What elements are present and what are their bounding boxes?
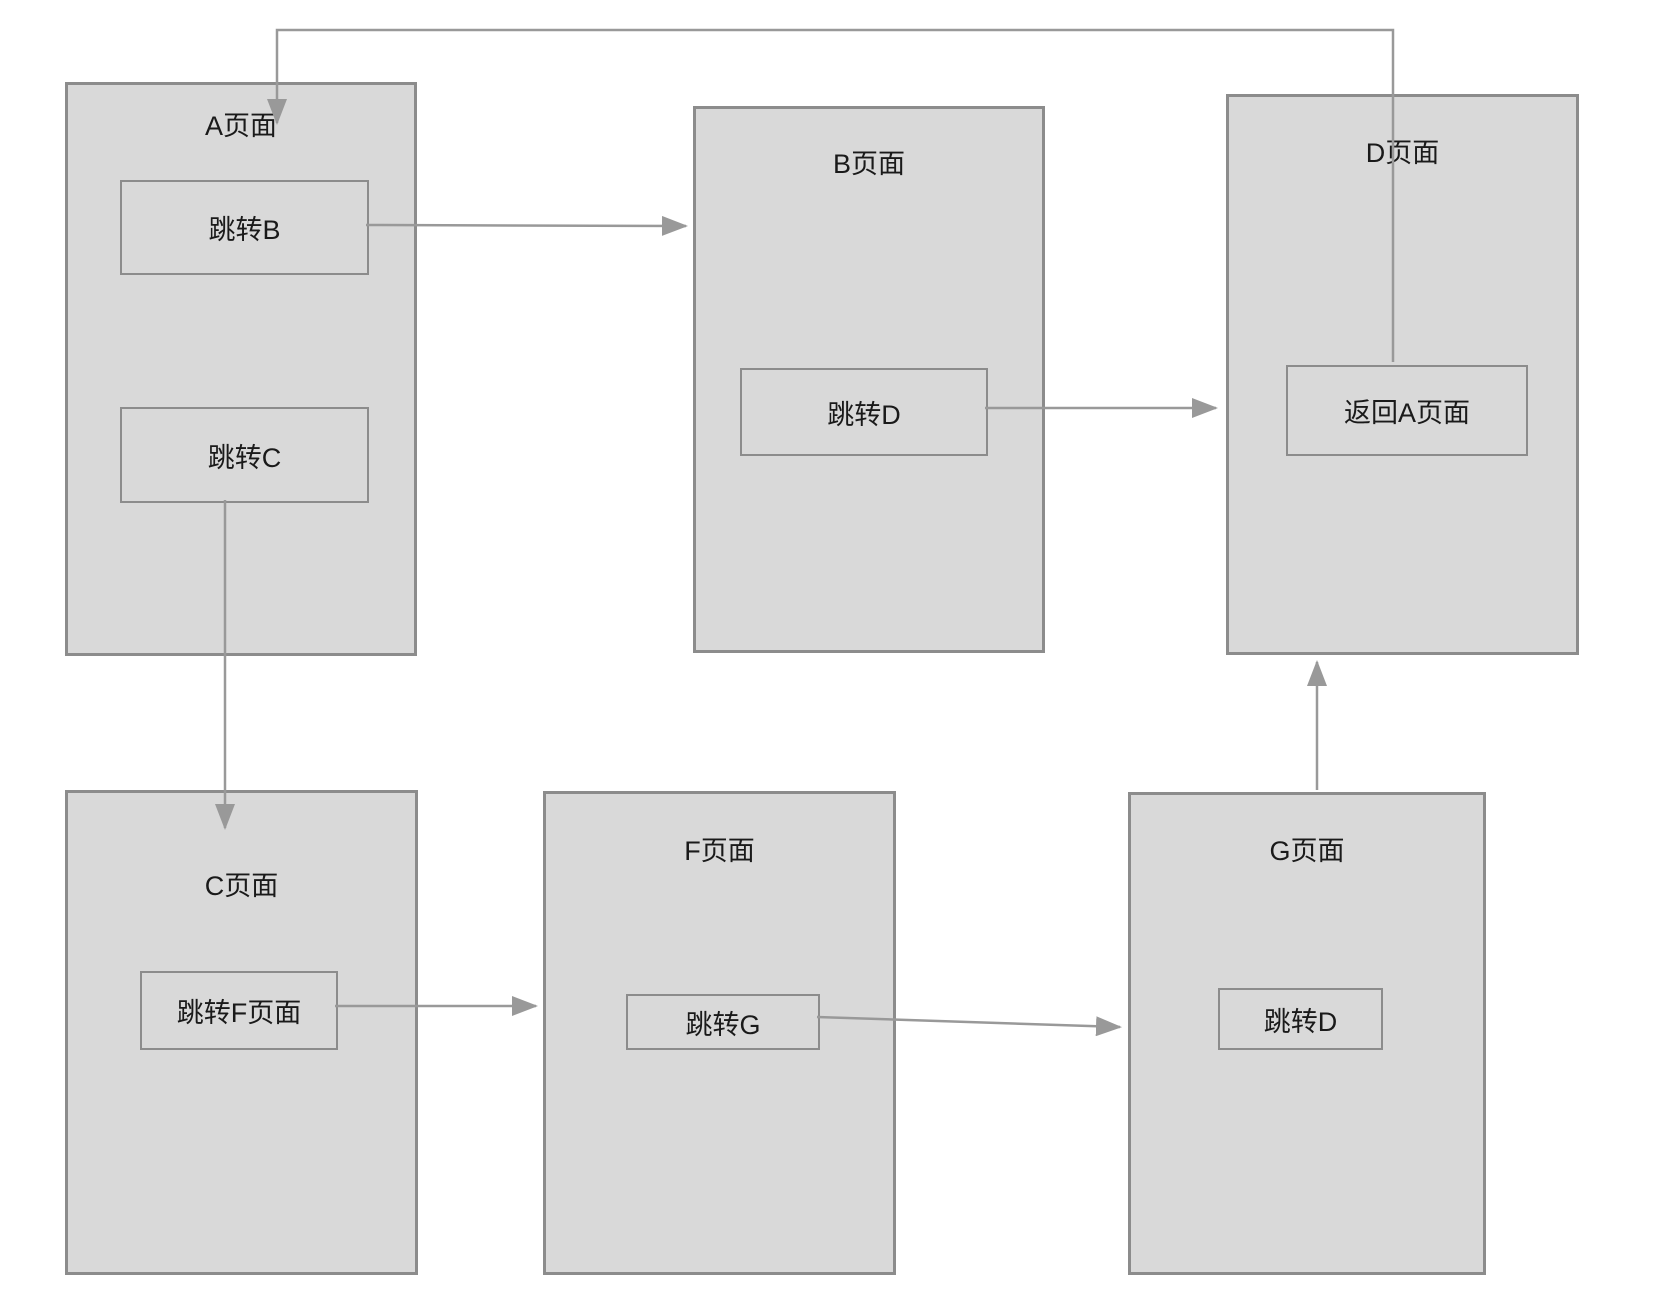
page-title-c: C页面 [204,871,279,901]
button-jump-d-from-b: 跳转D [740,368,988,456]
page-title-b: B页面 [832,149,905,179]
page-node-b: B页面 跳转D [693,106,1045,653]
page-node-g: G页面 跳转D [1128,792,1486,1275]
button-jump-g: 跳转G [626,994,820,1050]
page-node-c: C页面 跳转F页面 [65,790,418,1275]
page-title-d: D页面 [1365,138,1440,168]
page-title-g: G页面 [1269,836,1345,866]
button-return-a: 返回A页面 [1286,365,1528,456]
button-jump-c: 跳转C [120,407,369,503]
button-jump-b: 跳转B [120,180,369,275]
page-node-a: A页面 跳转B 跳转C [65,82,417,656]
page-node-d: D页面 返回A页面 [1226,94,1579,655]
page-title-f: F页面 [684,836,755,866]
button-jump-d-from-g: 跳转D [1218,988,1383,1050]
button-jump-f: 跳转F页面 [140,971,338,1050]
page-node-f: F页面 跳转G [543,791,896,1275]
page-title-a: A页面 [204,111,277,141]
